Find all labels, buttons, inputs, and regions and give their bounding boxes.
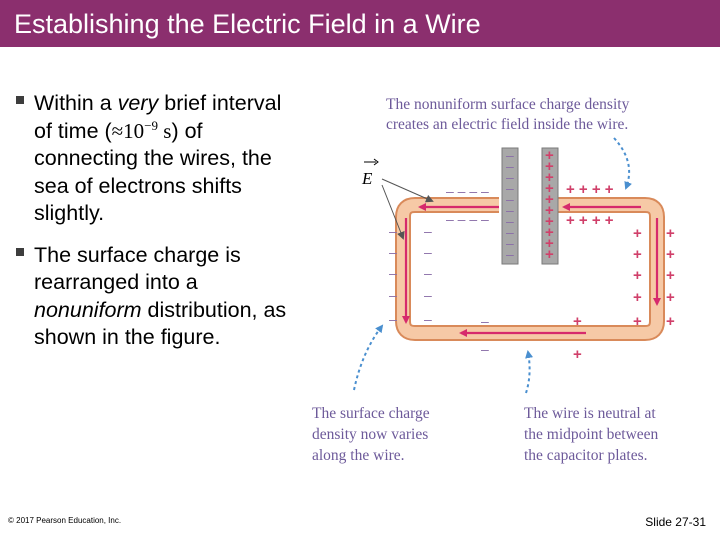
bullet-1-emphasis: very — [117, 91, 159, 115]
bullet-1-text-c: ) of connecting the wires, the sea of el… — [34, 118, 272, 226]
svg-text:–: – — [389, 287, 397, 303]
caption-bottom-left-line-1: The surface charge — [312, 405, 430, 422]
svg-text:+: + — [545, 235, 554, 252]
svg-text:–: – — [506, 191, 514, 207]
svg-text:–: – — [424, 287, 432, 303]
svg-text:– – – –: – – – – — [446, 211, 489, 227]
wire-positive-charges: + + + + + + + + + + + + + + + + + + + + — [566, 181, 675, 363]
svg-text:+ + + +: + + + + — [566, 212, 614, 229]
svg-text:–: – — [506, 147, 514, 163]
svg-text:–: – — [389, 311, 397, 327]
svg-text:–: – — [424, 311, 432, 327]
svg-text:+: + — [666, 289, 675, 306]
svg-text:– – – –: – – – – — [446, 183, 489, 199]
plate-right-charges: +++ +++ +++ + — [545, 147, 554, 263]
bullet-item-2: The surface charge is rearranged into a … — [12, 242, 302, 352]
slide-title: Establishing the Electric Field in a Wir… — [14, 9, 481, 39]
caption-top-line-1: The nonuniform surface charge density — [386, 96, 630, 113]
svg-text:–: – — [506, 169, 514, 185]
svg-text:–: – — [424, 265, 432, 281]
svg-text:–: – — [506, 213, 514, 229]
svg-text:+: + — [633, 313, 642, 330]
bullet-item-1: Within a very brief interval of time (≈1… — [12, 90, 302, 228]
svg-text:–: – — [389, 223, 397, 239]
caption-bottom-left-line-3: along the wire. — [312, 447, 405, 464]
svg-text:–: – — [506, 246, 514, 262]
caption-bottom-left-line-2: density now varies — [312, 426, 428, 443]
math-base: ≈10 — [111, 118, 145, 143]
svg-text:+: + — [545, 213, 554, 230]
svg-text:+: + — [545, 158, 554, 175]
svg-text:+: + — [633, 246, 642, 263]
svg-text:+: + — [573, 313, 582, 330]
svg-text:+: + — [545, 191, 554, 208]
efield-pointer-1 — [381, 178, 434, 203]
svg-text:+: + — [666, 313, 675, 330]
svg-text:+: + — [633, 225, 642, 242]
svg-text:+: + — [545, 147, 554, 164]
svg-text:–: – — [506, 202, 514, 218]
efield-label: E — [361, 169, 373, 188]
bullet-2-emphasis: nonuniform — [34, 297, 142, 322]
bullet-2-text-a: The surface charge is rearranged into a — [34, 242, 241, 295]
pointer-bottom-left — [353, 324, 384, 391]
bullet-1-text-a: Within a — [34, 91, 118, 115]
pointer-top — [613, 137, 632, 190]
bullet-2-text-b: distribution, as shown in the figure. — [34, 297, 287, 350]
svg-text:+: + — [633, 267, 642, 284]
slide-number: Slide 27-31 — [645, 515, 706, 529]
capacitor-plate-left — [501, 147, 519, 265]
svg-text:–: – — [389, 244, 397, 260]
bullet-square-icon — [16, 247, 24, 256]
svg-text:+: + — [545, 180, 554, 197]
efield-pointer-2 — [381, 184, 405, 240]
wire-fill — [397, 199, 663, 339]
svg-text:–: – — [481, 341, 489, 357]
svg-text:–: – — [481, 313, 489, 329]
svg-text:–: – — [506, 235, 514, 251]
svg-text:+: + — [633, 289, 642, 306]
plate-left-charges: ––– ––– ––– – — [506, 147, 514, 262]
svg-text:+: + — [545, 169, 554, 186]
svg-text:–: – — [506, 180, 514, 196]
svg-text:+: + — [666, 267, 675, 284]
caption-bottom-right-line-1: The wire is neutral at — [524, 405, 656, 422]
efield-arrows — [402, 203, 661, 337]
copyright-text: © 2017 Pearson Education, Inc. — [8, 516, 122, 525]
caption-bottom-right-line-2: the midpoint between — [524, 426, 659, 443]
bullet-1-text-b: brief interval of time ( — [34, 91, 282, 143]
wire-negative-charges: – – – – – – – – ––––– ––––– –– — [389, 183, 489, 357]
svg-text:+: + — [545, 224, 554, 241]
wire-figure: The nonuniform surface charge density cr… — [312, 96, 675, 464]
capacitor-plate-right — [541, 147, 559, 265]
wire-loop — [395, 197, 665, 341]
bullet-square-icon — [16, 96, 24, 104]
bullet-list: Within a very brief interval of time (≈1… — [12, 90, 302, 366]
svg-text:+: + — [666, 225, 675, 242]
svg-text:+: + — [666, 246, 675, 263]
caption-bottom-right-line-3: the capacitor plates. — [524, 447, 648, 464]
svg-text:–: – — [506, 158, 514, 174]
svg-text:–: – — [424, 244, 432, 260]
bullet-1-math: ≈10−9 s — [112, 119, 172, 143]
svg-text:–: – — [506, 224, 514, 240]
svg-text:+: + — [573, 346, 582, 363]
svg-text:+ + + +: + + + + — [566, 181, 614, 198]
math-unit: s — [158, 118, 172, 143]
svg-text:–: – — [424, 223, 432, 239]
math-exponent: −9 — [144, 117, 159, 133]
vector-arrowhead-icon — [373, 158, 379, 166]
svg-text:–: – — [389, 265, 397, 281]
title-bar: Establishing the Electric Field in a Wir… — [0, 0, 720, 47]
caption-top-line-2: creates an electric field inside the wir… — [386, 116, 628, 133]
pointer-bottom-right — [525, 350, 534, 394]
svg-text:+: + — [545, 246, 554, 263]
svg-text:+: + — [545, 202, 554, 219]
